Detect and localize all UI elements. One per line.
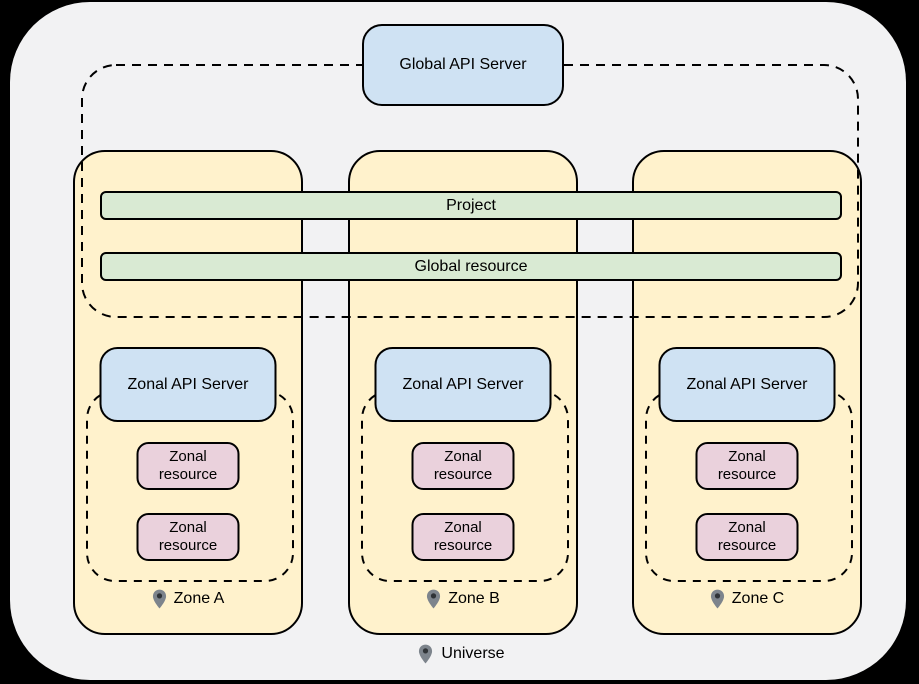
zone-a-container: Zonal API Server Zonal resource Zonal re… (73, 150, 303, 635)
zone-b-label: Zone B (448, 590, 500, 607)
zone-c-label-row: Zone C (634, 589, 860, 609)
zonal-api-server-box: Zonal API Server (658, 347, 836, 422)
zonal-api-server-label: Zonal API Server (127, 375, 249, 393)
zone-c-label: Zone C (731, 590, 785, 607)
diagram-canvas: Zonal API Server Zonal resource Zonal re… (10, 2, 906, 680)
universe-label-row: Universe (10, 644, 913, 664)
universe-label: Universe (441, 645, 505, 662)
zonal-resource-box: Zonal resource (411, 442, 515, 490)
location-pin-icon (152, 589, 166, 609)
zone-c-container: Zonal API Server Zonal resource Zonal re… (632, 150, 862, 635)
zonal-resource-label: Zonal resource (717, 448, 777, 483)
global-resource-bar-label: Global resource (414, 257, 528, 275)
zone-b-container: Zonal API Server Zonal resource Zonal re… (348, 150, 578, 635)
location-pin-icon (427, 589, 441, 609)
location-pin-icon (710, 589, 724, 609)
zonal-resource-label: Zonal resource (717, 519, 777, 554)
zone-b-label-row: Zone B (350, 589, 576, 609)
location-pin-icon (419, 644, 433, 664)
zonal-resource-box: Zonal resource (136, 513, 240, 561)
zonal-resource-box: Zonal resource (695, 513, 799, 561)
zonal-api-server-label: Zonal API Server (686, 375, 808, 393)
zonal-api-server-box: Zonal API Server (99, 347, 277, 422)
project-bar-label: Project (446, 196, 496, 214)
zone-a-label-row: Zone A (75, 589, 301, 609)
zonal-resource-box: Zonal resource (695, 442, 799, 490)
zonal-api-server-box: Zonal API Server (374, 347, 552, 422)
zonal-resource-box: Zonal resource (411, 513, 515, 561)
zonal-resource-label: Zonal resource (158, 448, 218, 483)
global-api-server-label: Global API Server (399, 56, 527, 73)
zonal-resource-label: Zonal resource (433, 448, 493, 483)
global-resource-bar: Global resource (100, 252, 842, 281)
project-bar: Project (100, 191, 842, 220)
zonal-resource-box: Zonal resource (136, 442, 240, 490)
zonal-resource-label: Zonal resource (158, 519, 218, 554)
zone-a-label: Zone A (173, 590, 225, 607)
global-api-server-box: Global API Server (362, 24, 564, 106)
zonal-resource-label: Zonal resource (433, 519, 493, 554)
zonal-api-server-label: Zonal API Server (402, 375, 524, 393)
